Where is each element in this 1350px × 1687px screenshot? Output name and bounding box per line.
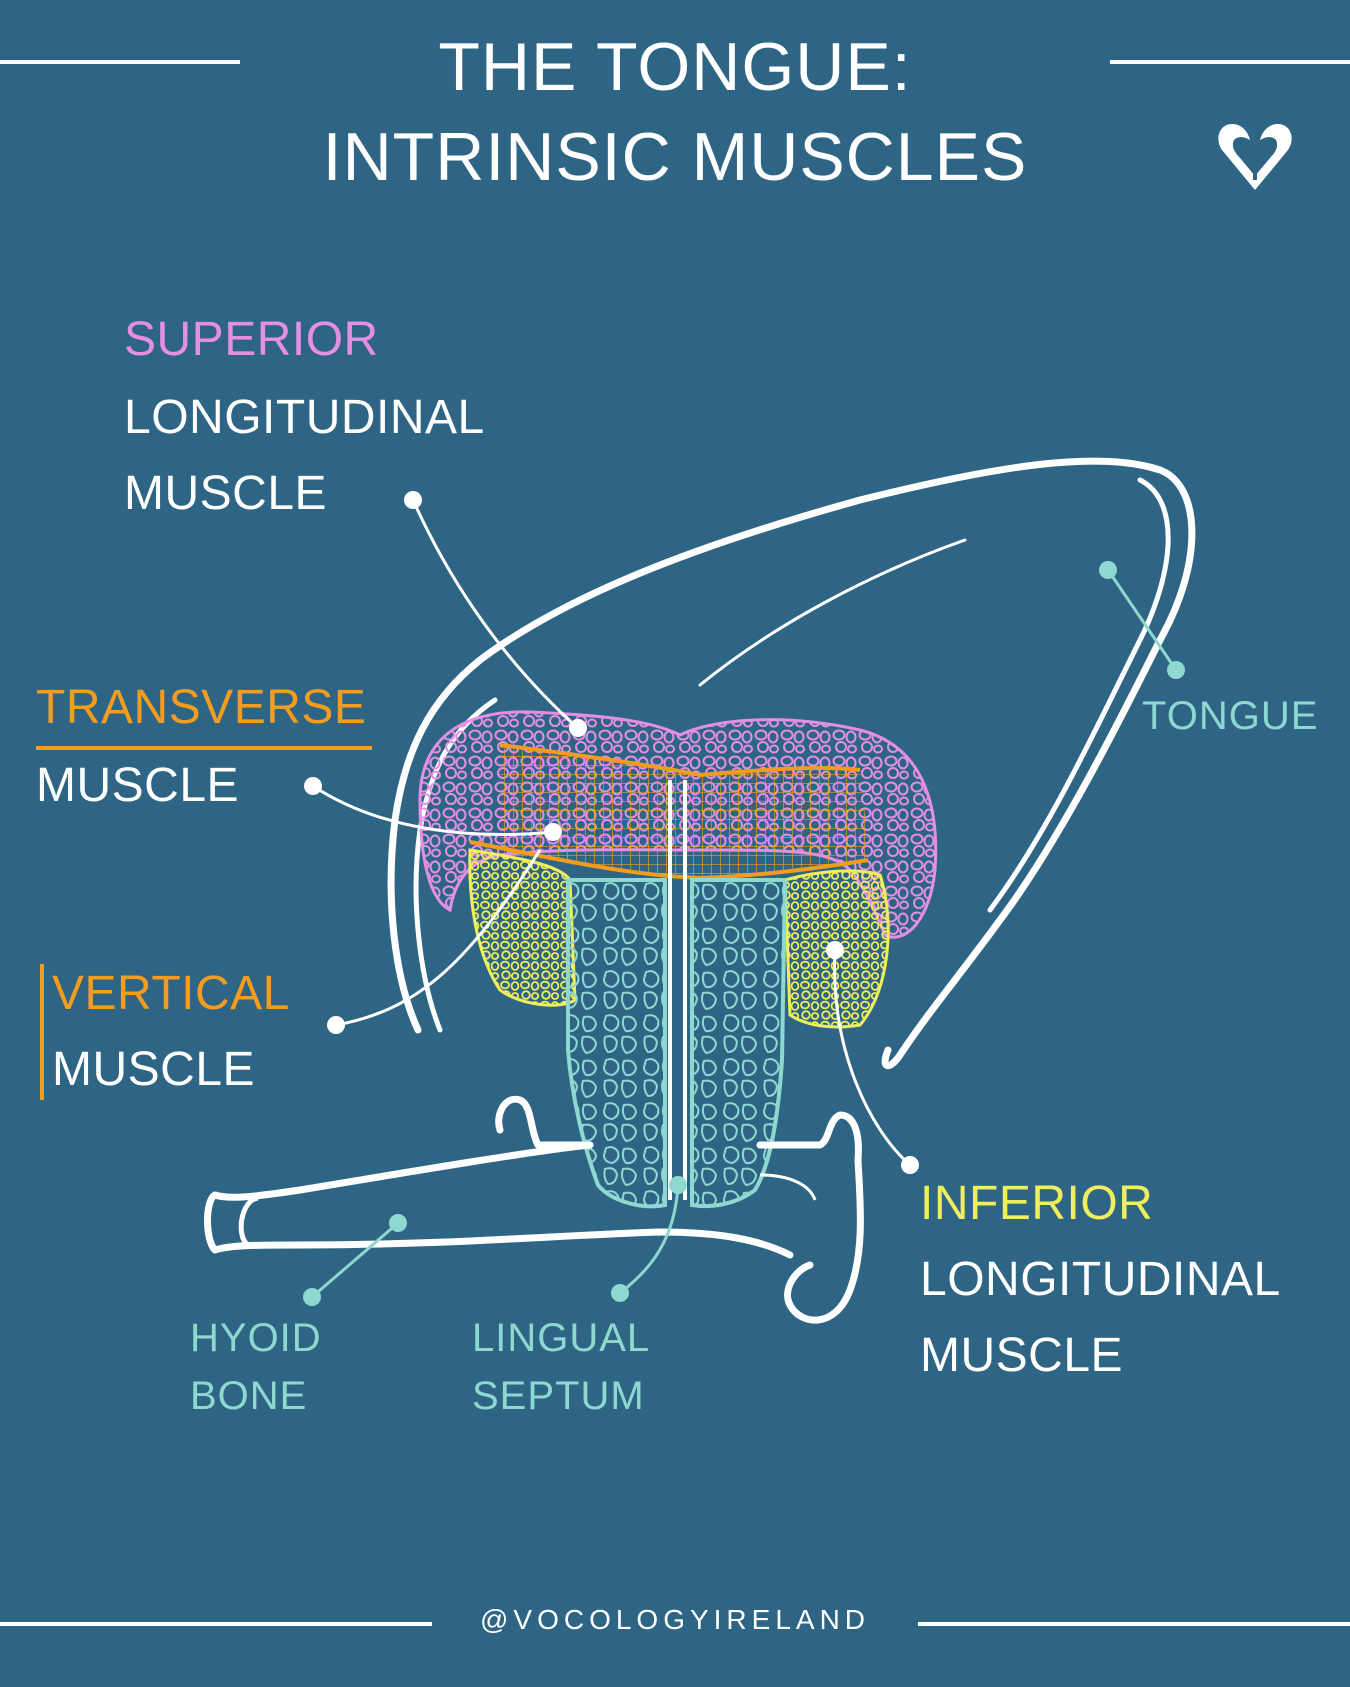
label-vertical-line2: MUSCLE — [52, 1043, 256, 1096]
footer-rule-right — [918, 1622, 1350, 1626]
inferior-pointer-dot — [826, 941, 844, 959]
transverse-pointer-dot — [304, 777, 322, 795]
superior-pointer-dot — [404, 491, 422, 509]
label-hyoid-line2: BONE — [190, 1374, 308, 1418]
label-septum-line1: LINGUAL — [472, 1316, 651, 1360]
vocology-heart-logo-icon — [1218, 124, 1292, 190]
title-line-1: THE TONGUE: — [438, 29, 912, 105]
footer-rule-left — [0, 1622, 432, 1626]
header-rule-left — [0, 60, 240, 64]
label-septum-line2: SEPTUM — [472, 1374, 645, 1418]
header-rule-right — [1110, 60, 1350, 64]
label-inferior-line3: MUSCLE — [920, 1329, 1124, 1382]
label-superior-line2: LONGITUDINAL — [124, 391, 485, 444]
tongue-pointer-dot — [1099, 561, 1117, 579]
label-transverse-line2: MUSCLE — [36, 759, 240, 812]
septum-pointer-dot — [669, 1176, 687, 1194]
label-hyoid-line1: HYOID — [190, 1316, 322, 1360]
label-transverse-highlight: TRANSVERSE — [36, 681, 367, 734]
label-inferior-line2: LONGITUDINAL — [920, 1253, 1281, 1306]
title-line-2: INTRINSIC MUSCLES — [322, 119, 1028, 195]
label-superior-highlight: SUPERIOR — [124, 313, 379, 366]
label-superior-line3: MUSCLE — [124, 467, 328, 520]
hyoid-pointer-dot — [389, 1214, 407, 1232]
vertical-pointer-dot — [327, 1016, 345, 1034]
label-inferior-highlight: INFERIOR — [920, 1177, 1154, 1230]
footer-handle: @VOCOLOGYIRELAND — [479, 1604, 871, 1635]
label-vertical-highlight: VERTICAL — [52, 967, 290, 1020]
label-tongue: TONGUE — [1142, 694, 1319, 738]
